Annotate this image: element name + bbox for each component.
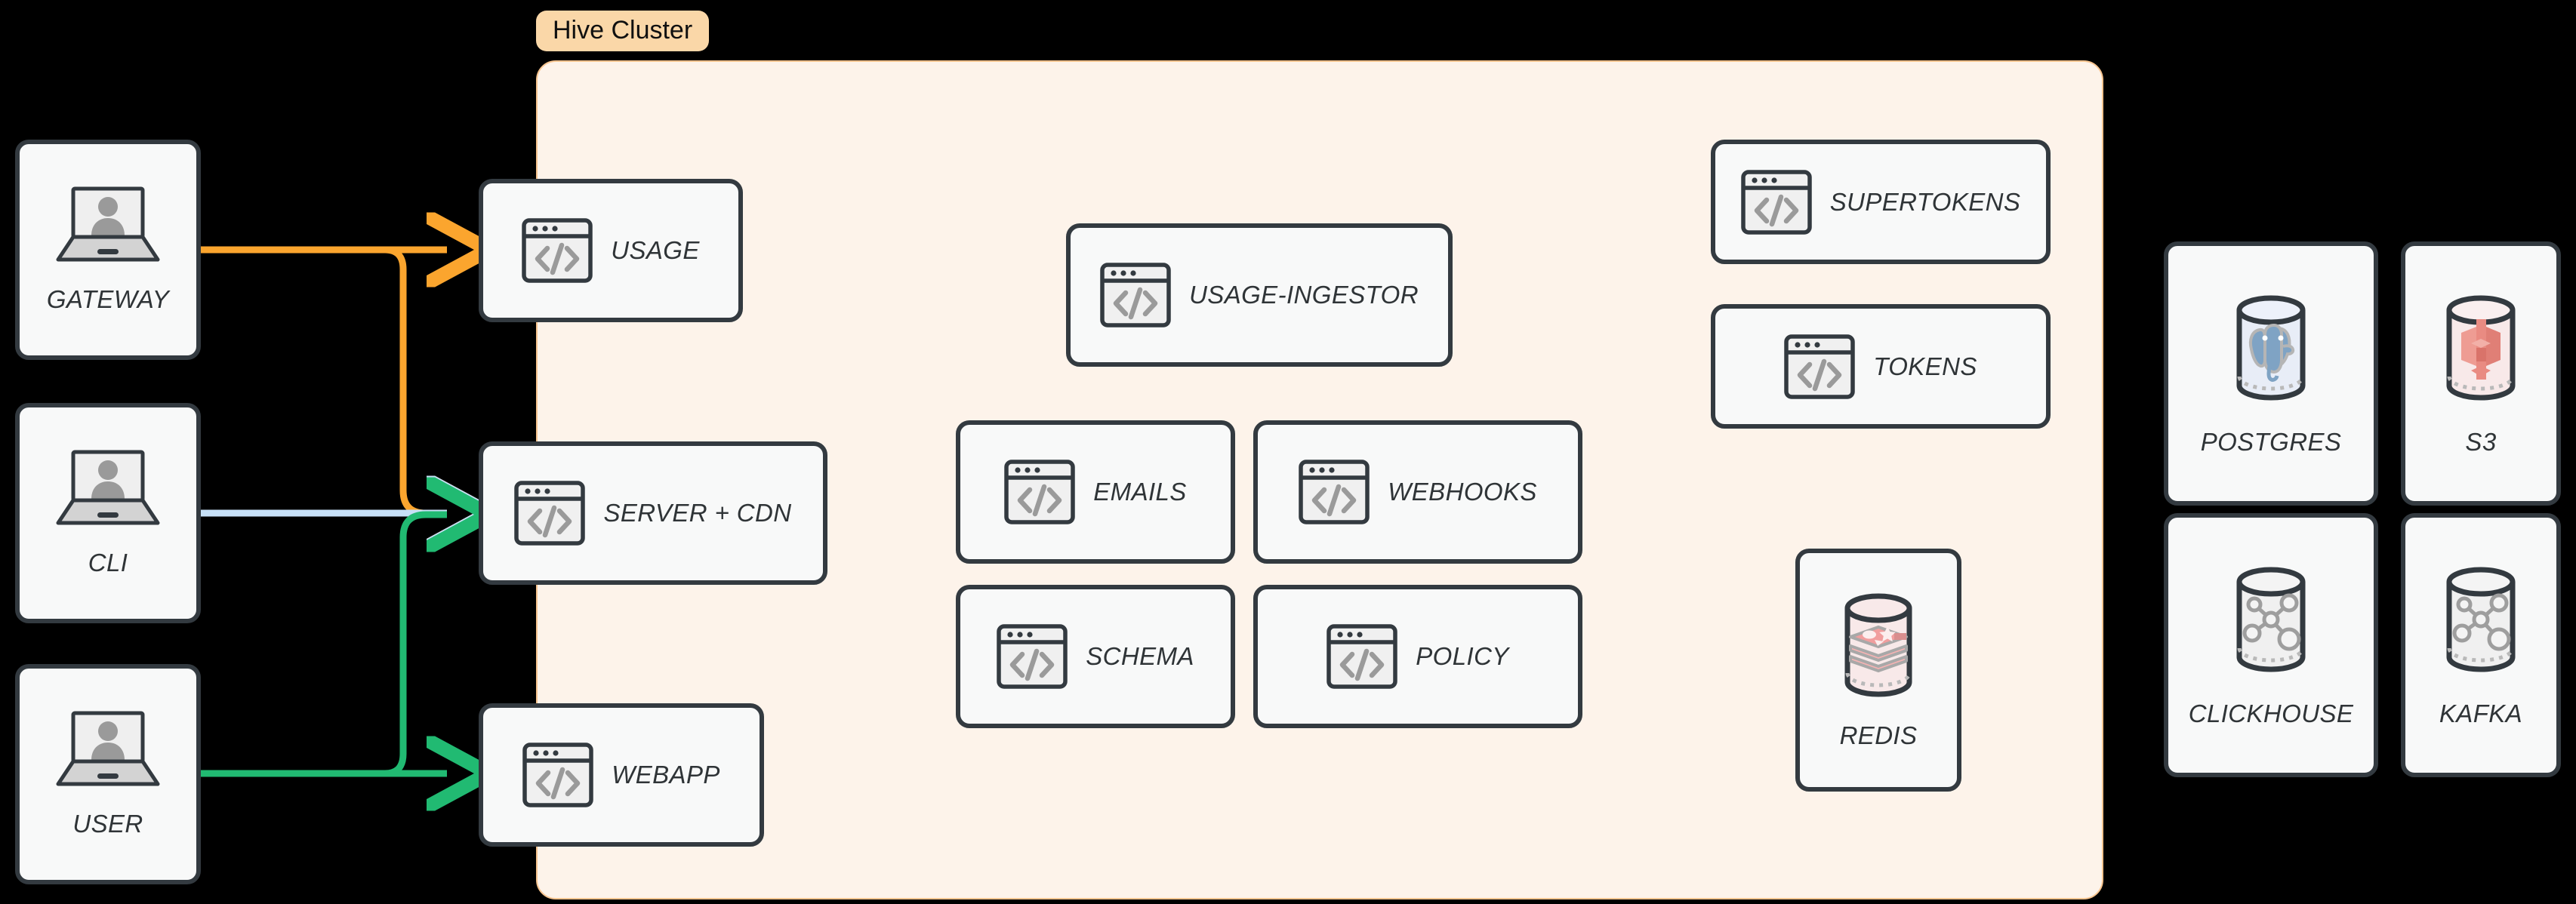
datastore-node-postgres[interactable]: POSTGRES (2164, 241, 2378, 506)
service-label: WEBAPP (612, 761, 720, 789)
code-window-icon (522, 218, 593, 283)
service-label: POLICY (1416, 642, 1509, 670)
datastore-label: POSTGRES (2200, 428, 2342, 456)
code-window-icon (1327, 624, 1398, 689)
service-node-usage-ingestor[interactable]: USAGE-INGESTOR (1066, 223, 1453, 367)
client-node-gateway[interactable]: GATEWAY (15, 140, 201, 360)
service-node-tokens[interactable]: TOKENS (1711, 304, 2051, 429)
client-node-user[interactable]: USER (15, 664, 201, 884)
postgres-cylinder-icon (2218, 291, 2324, 408)
service-label: SERVER + CDN (603, 499, 792, 527)
service-node-usage[interactable]: USAGE (479, 179, 743, 322)
gateway-to-server-arrow (377, 246, 447, 513)
redis-cylinder-icon (1828, 590, 1929, 702)
service-node-server-cdn[interactable]: SERVER + CDN (479, 441, 827, 585)
service-node-webhooks[interactable]: WEBHOOKS (1253, 420, 1582, 564)
datastore-node-clickhouse[interactable]: CLICKHOUSE (2164, 513, 2378, 777)
kafka-cylinder-icon (2428, 562, 2534, 680)
datastore-node-kafka[interactable]: KAFKA (2401, 513, 2561, 777)
datastore-node-s3[interactable]: S3 (2401, 241, 2561, 506)
service-label: EMAILS (1093, 478, 1187, 506)
service-node-supertokens[interactable]: SUPERTOKENS (1711, 140, 2051, 264)
datastore-label: KAFKA (2439, 700, 2523, 727)
service-node-policy[interactable]: POLICY (1253, 585, 1582, 728)
hive-cluster-label: Hive Cluster (536, 11, 710, 51)
user-to-server-arrow (377, 515, 447, 777)
datastore-node-redis[interactable]: REDIS (1795, 549, 1961, 792)
code-window-icon (522, 743, 593, 807)
code-window-icon (997, 624, 1068, 689)
datastore-label: REDIS (1839, 721, 1918, 749)
datastore-label: CLICKHOUSE (2188, 700, 2354, 727)
service-label: USAGE-INGESTOR (1189, 281, 1419, 309)
s3-cylinder-icon (2428, 291, 2534, 408)
code-window-icon (1100, 263, 1171, 327)
service-node-schema[interactable]: SCHEMA (956, 585, 1235, 728)
client-label: CLI (88, 549, 128, 577)
code-window-icon (1299, 460, 1370, 524)
laptop-user-icon (55, 710, 161, 790)
clickhouse-cylinder-icon (2218, 562, 2324, 680)
client-label: USER (72, 810, 143, 838)
datastore-label: S3 (2465, 428, 2497, 456)
service-label: SCHEMA (1086, 642, 1194, 670)
laptop-user-icon (55, 449, 161, 529)
laptop-user-icon (55, 186, 161, 266)
service-label: USAGE (611, 236, 700, 264)
code-window-icon (1004, 460, 1076, 524)
client-label: GATEWAY (46, 285, 170, 313)
service-label: WEBHOOKS (1388, 478, 1537, 506)
service-node-emails[interactable]: EMAILS (956, 420, 1235, 564)
service-label: TOKENS (1873, 352, 1977, 380)
code-window-icon (1740, 169, 1812, 235)
client-node-cli[interactable]: CLI (15, 403, 201, 623)
code-window-icon (1784, 334, 1855, 399)
service-node-webapp[interactable]: WEBAPP (479, 703, 764, 847)
service-label: SUPERTOKENS (1829, 187, 2021, 216)
code-window-icon (514, 481, 586, 546)
